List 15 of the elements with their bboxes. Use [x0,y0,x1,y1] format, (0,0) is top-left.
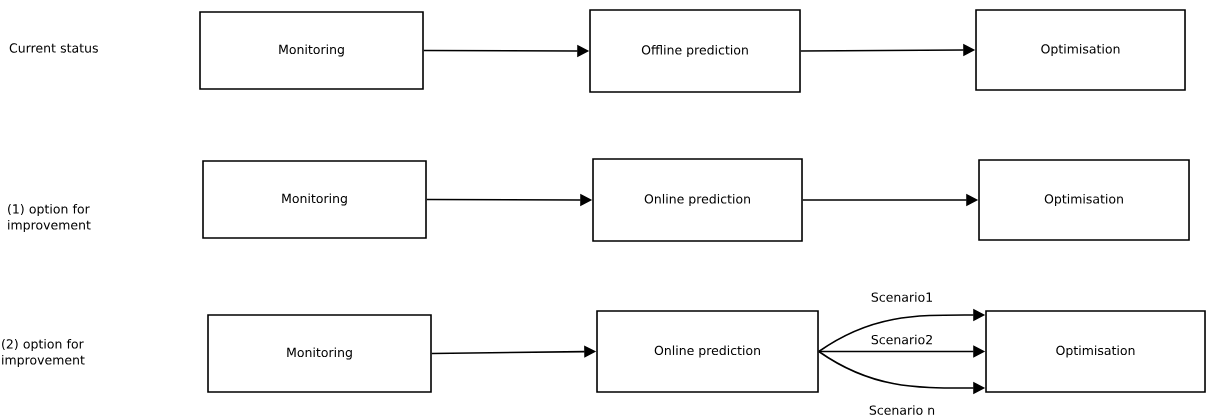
row-label: (1) option for improvement [8,203,91,233]
process-box: Online prediction [592,158,803,242]
row-label: (2) option for improvement [2,338,85,368]
process-box: Optimisation [985,310,1206,393]
process-box: Optimisation [975,9,1186,91]
edge-label: Scenario2 [871,334,932,345]
process-box: Monitoring [199,11,424,90]
process-box: Optimisation [978,159,1190,241]
edge-label: Scenario1 [871,292,932,302]
process-box: Monitoring [207,314,432,393]
edge-label: Scenario n [869,405,935,415]
row-label: Current status [9,43,98,53]
process-box: Offline prediction [589,9,801,93]
process-box: Online prediction [596,310,819,393]
process-box: Monitoring [202,160,427,239]
